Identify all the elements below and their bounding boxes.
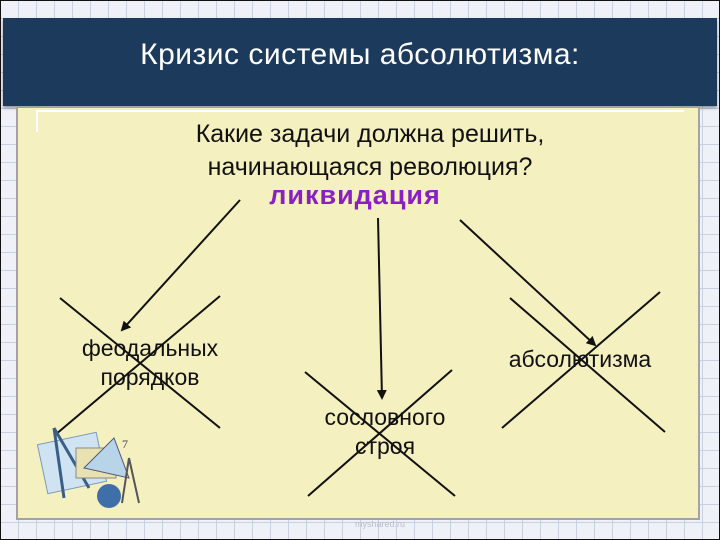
- cross-estate: [304, 369, 456, 497]
- arrow-to-estate: [376, 217, 387, 400]
- cross-absolutism: [501, 291, 666, 433]
- question-line-1: Какие задачи должна решить,: [195, 120, 545, 148]
- label-feudal: феодальных порядков: [50, 334, 250, 392]
- label-estate-line1: сословного: [324, 404, 446, 430]
- arrow-to-feudal: [120, 199, 241, 332]
- question-text: Какие задачи должна решить, начинающаяся…: [120, 118, 620, 184]
- label-absolutism-line1: абсолютизма: [508, 346, 652, 372]
- arrow-to-absolutism: [459, 219, 597, 347]
- label-estate: сословного строя: [290, 403, 480, 461]
- svg-text:7: 7: [122, 437, 128, 451]
- watermark: myshared.ru: [354, 519, 406, 529]
- title-bar: Кризис системы абсолютизма:: [3, 18, 717, 106]
- slide-title: Кризис системы абсолютизма:: [140, 38, 580, 71]
- label-feudal-line1: феодальных: [81, 335, 219, 361]
- cross-feudal: [54, 295, 221, 436]
- keyword-liquidation: ликвидация: [269, 180, 441, 210]
- label-feudal-line2: порядков: [100, 364, 200, 390]
- school-clipart-icon: 7: [36, 427, 140, 508]
- label-estate-line2: строя: [354, 433, 416, 459]
- question-line-2: начинающаяся революция?: [207, 153, 533, 181]
- label-absolutism: абсолютизма: [480, 345, 680, 374]
